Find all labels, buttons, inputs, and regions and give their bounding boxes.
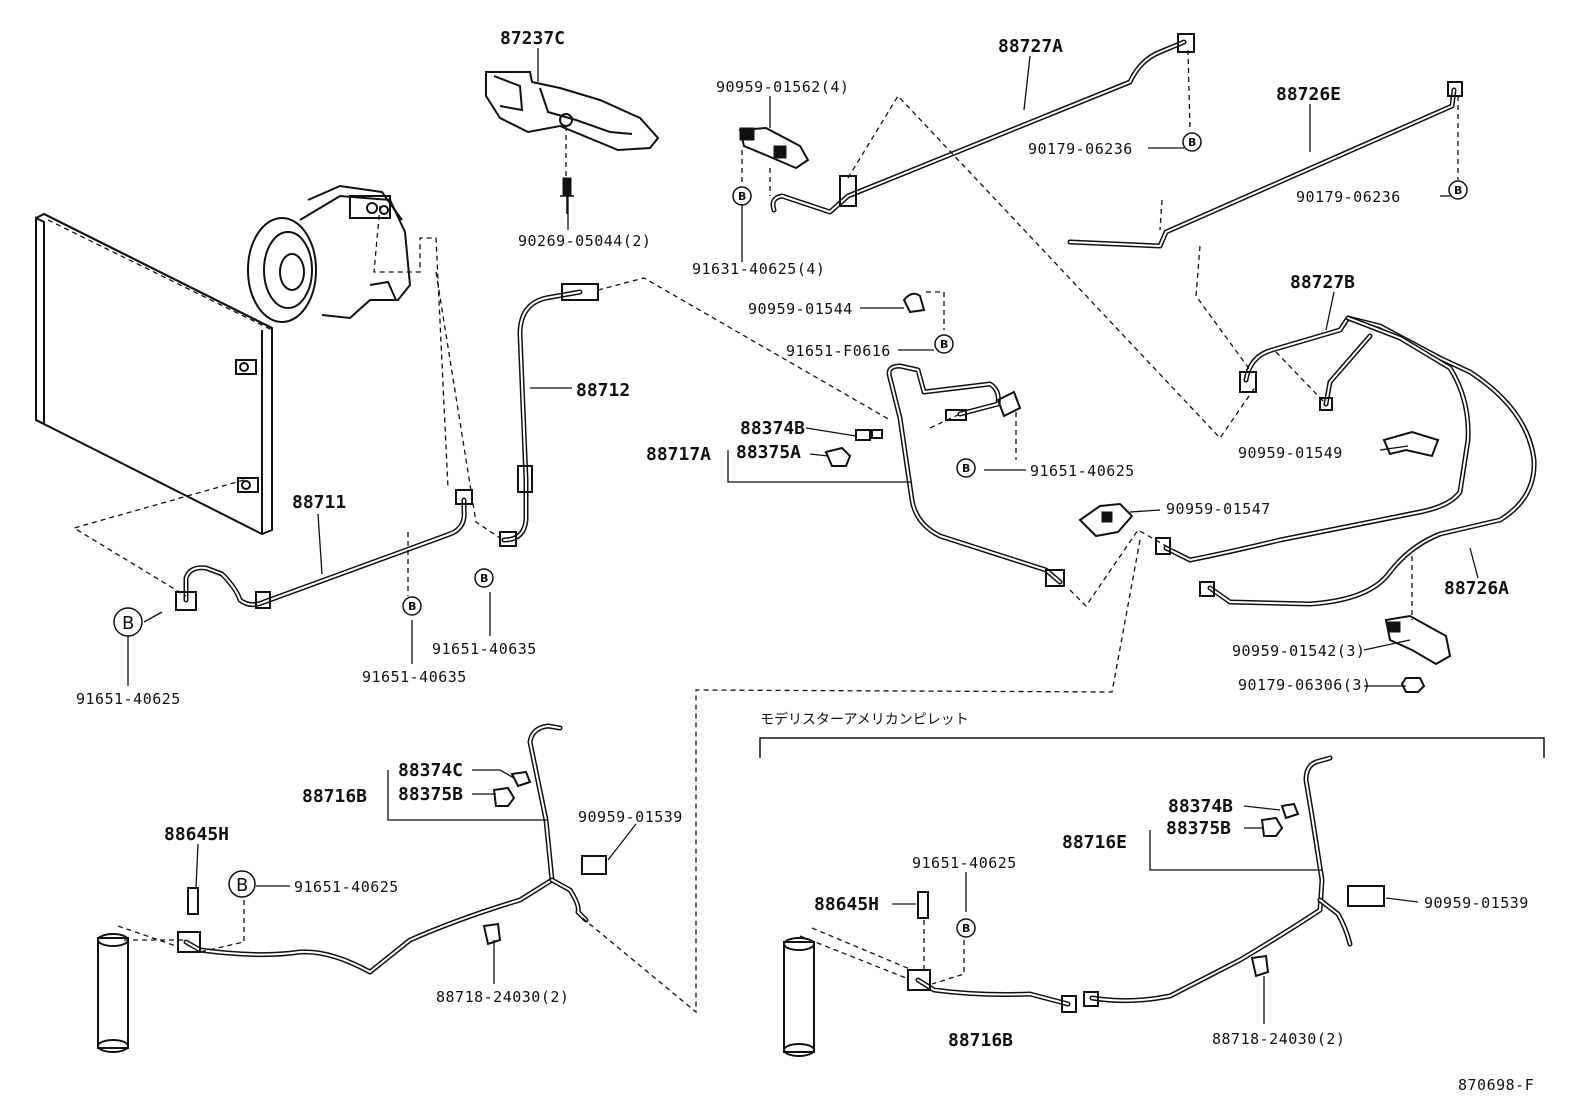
label-91651-40625-left: 91651-40625 — [76, 690, 181, 708]
lower-left-assembly-drawing — [97, 723, 607, 1053]
lower-right-assembly-drawing — [783, 755, 1385, 1057]
label-88375b-right: 88375B — [1166, 818, 1231, 839]
label-90179-06236-b: 90179-06236 — [1296, 188, 1401, 206]
label-88712: 88712 — [576, 380, 630, 401]
label-90179-06306: 90179-06306(3) — [1238, 676, 1371, 694]
label-88716b-left: 88716B — [302, 786, 367, 807]
label-90269-05044: 90269-05044(2) — [518, 232, 651, 250]
b-callout: B — [956, 918, 976, 938]
b-callouts: B B B B B B B B B B — [113, 132, 1468, 938]
compressor-drawing — [247, 184, 412, 323]
b-callout: B — [1448, 180, 1468, 200]
label-88717a: 88717A — [646, 444, 711, 465]
svg-text:B: B — [962, 462, 970, 475]
svg-text:B: B — [940, 338, 948, 351]
label-91651-40625-right: 91651-40625 — [912, 854, 1017, 872]
label-88726a: 88726A — [1444, 578, 1509, 599]
b-callout: B — [402, 596, 422, 616]
b-callout: B — [934, 334, 954, 354]
clamp-90959-01547-drawing — [1078, 502, 1134, 538]
label-90959-01539-right: 90959-01539 — [1424, 894, 1529, 912]
label-91651-40635-b: 91651-40635 — [362, 668, 467, 686]
label-90959-01539-left: 90959-01539 — [578, 808, 683, 826]
label-88375a: 88375A — [736, 442, 801, 463]
b-callout: B — [474, 568, 494, 588]
label-88726e: 88726E — [1276, 84, 1341, 105]
clamp-90959-01562-drawing — [738, 126, 810, 170]
clamp-90959-01542-drawing — [1384, 614, 1452, 693]
catalog-ref: 870698-F — [1458, 1076, 1534, 1094]
svg-text:B: B — [738, 190, 746, 203]
pipe-88712-drawing — [499, 283, 599, 547]
b-callout: B — [732, 186, 752, 206]
clamp-90959-01544-drawing — [902, 292, 926, 314]
label-88374c: 88374C — [398, 760, 463, 781]
label-91651-40625-low: 91651-40625 — [294, 878, 399, 896]
clamp-90959-01549-drawing — [1382, 430, 1440, 458]
b-callout: B — [228, 870, 256, 898]
label-88711: 88711 — [292, 492, 346, 513]
svg-text:B: B — [962, 922, 970, 935]
svg-text:B: B — [1454, 184, 1462, 197]
label-90959-01562: 90959-01562(4) — [716, 78, 849, 96]
condenser-drawing — [35, 212, 273, 536]
pipe-88711-drawing — [175, 489, 473, 611]
label-90959-01544: 90959-01544 — [748, 300, 853, 318]
pipe-88717a-drawing — [886, 363, 1065, 587]
label-91651-40625-mid: 91651-40625 — [1030, 462, 1135, 480]
label-88645h-right: 88645H — [814, 894, 879, 915]
label-91631-40625: 91631-40625(4) — [692, 260, 825, 278]
part-labels: 87237C 90269-05044(2) 88727A 90959-01562… — [76, 28, 1534, 1094]
label-88374b-right: 88374B — [1168, 796, 1233, 817]
label-91651-f0616: 91651-F0616 — [786, 342, 891, 360]
label-87237c: 87237C — [500, 28, 565, 49]
label-90959-01549: 90959-01549 — [1238, 444, 1343, 462]
label-88718-left: 88718-24030(2) — [436, 988, 569, 1006]
b-callout: B — [956, 458, 976, 478]
label-90179-06236-a: 90179-06236 — [1028, 140, 1133, 158]
label-88645h-left: 88645H — [164, 824, 229, 845]
dashed-guides — [35, 49, 1459, 1014]
svg-text:B: B — [408, 600, 416, 613]
bracket-87237c-drawing — [485, 71, 660, 214]
svg-text:B: B — [1188, 136, 1196, 149]
pipe-88727a-drawing — [770, 33, 1195, 215]
pipe-88727b-drawing — [1155, 315, 1537, 607]
label-88375b-left: 88375B — [398, 784, 463, 805]
label-88718-right: 88718-24030(2) — [1212, 1030, 1345, 1048]
b-callout: B — [1182, 132, 1202, 152]
leader-lines — [127, 48, 1545, 1024]
label-88716e: 88716E — [1062, 832, 1127, 853]
b-callout: B — [113, 607, 143, 637]
variant-note: モデリスターアメリカンピレット — [760, 711, 969, 728]
label-88727a: 88727A — [998, 36, 1063, 57]
label-90959-01542: 90959-01542(3) — [1232, 642, 1365, 660]
label-88716b-right: 88716B — [948, 1030, 1013, 1051]
label-88374b-top: 88374B — [740, 418, 805, 439]
svg-text:B: B — [480, 572, 488, 585]
pipe-88726e-drawing — [1067, 81, 1463, 249]
label-88727b: 88727B — [1290, 272, 1355, 293]
svg-text:B: B — [122, 613, 134, 634]
fittings-88374b-88375a — [824, 429, 883, 467]
label-91651-40635-a: 91651-40635 — [432, 640, 537, 658]
label-90959-01547: 90959-01547 — [1166, 500, 1271, 518]
svg-text:B: B — [236, 875, 248, 896]
